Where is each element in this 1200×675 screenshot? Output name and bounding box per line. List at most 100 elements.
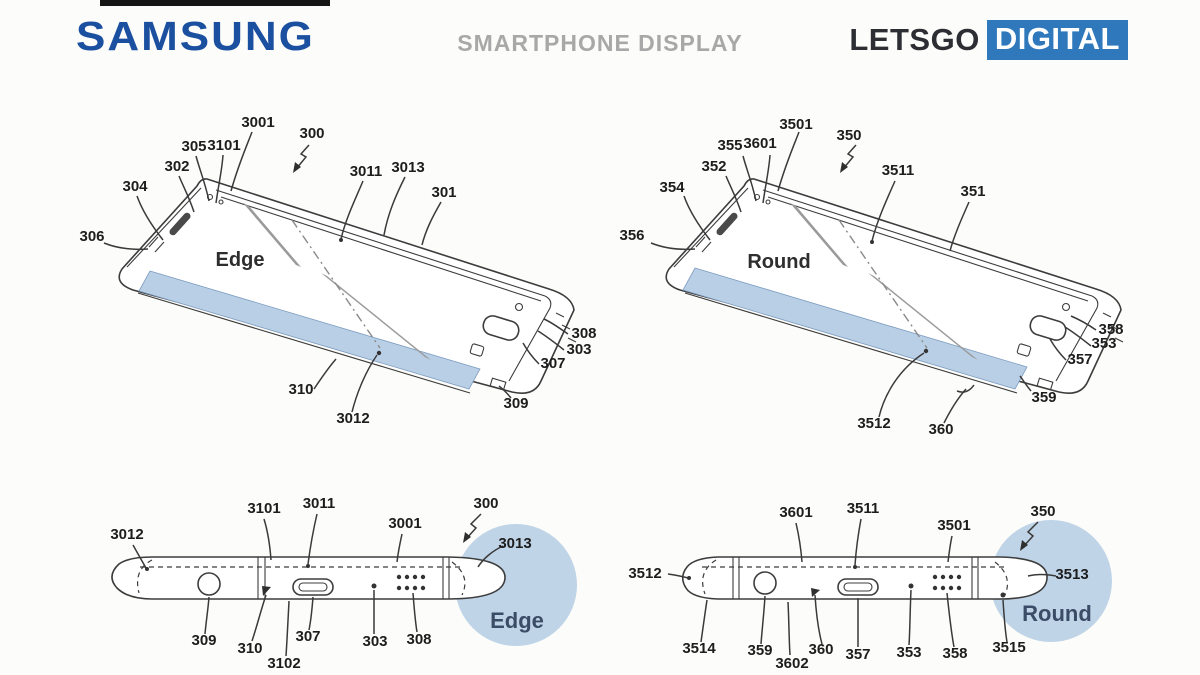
reference-numerals: 3012 3101 3011 3001 300 3013 309 310 310… <box>110 495 531 672</box>
ref-numeral: 355 <box>717 137 742 154</box>
letsgo-text: LETSGO <box>849 22 980 57</box>
ref-numeral: 3013 <box>391 159 424 176</box>
ref-numeral: 359 <box>747 642 772 659</box>
ref-numeral: 302 <box>164 158 189 175</box>
ref-numeral: 360 <box>808 641 833 658</box>
earpiece-slot <box>169 212 191 236</box>
home-button <box>1029 315 1067 341</box>
page-title: SMARTPHONE DISPLAY <box>457 30 743 56</box>
ref-numeral: 356 <box>619 227 644 244</box>
ref-numeral: 357 <box>845 646 870 663</box>
ref-numeral: 310 <box>237 640 262 657</box>
edge-display-highlight <box>138 270 481 390</box>
ref-numeral: 3602 <box>775 655 808 672</box>
ref-numeral: 3514 <box>682 640 716 657</box>
samsung-logo: SAMSUNG <box>76 14 315 60</box>
ref-numeral: 301 <box>431 184 456 201</box>
ref-numeral: 351 <box>960 183 985 200</box>
ref-numeral: 3511 <box>847 500 880 517</box>
ref-numeral: 3011 <box>303 495 336 512</box>
ref-numeral: 3601 <box>743 135 776 152</box>
phone-drawing-edge <box>118 178 577 394</box>
figure-caption-edge: Edge <box>216 249 265 271</box>
fig-ref-arrow <box>1022 521 1039 548</box>
ref-numeral: 3102 <box>267 655 300 672</box>
ref-numeral: 306 <box>79 228 104 245</box>
ref-numeral: 352 <box>701 158 726 175</box>
ref-numeral: 3515 <box>992 639 1025 656</box>
ref-numeral: 359 <box>1031 389 1056 406</box>
reference-numerals: 3001 300 305 3101 302 304 306 3011 3013 … <box>79 114 596 427</box>
fig-ref-arrow <box>295 144 310 170</box>
ref-numeral: 3001 <box>388 515 421 532</box>
ref-numeral: 360 <box>928 421 953 438</box>
ref-numeral: 350 <box>1030 503 1055 520</box>
ref-numeral: 350 <box>836 127 861 144</box>
ref-numeral: 307 <box>540 355 565 372</box>
headphone-jack <box>753 571 777 595</box>
ref-numeral: 358 <box>1098 321 1123 338</box>
ref-numeral: 3101 <box>207 137 240 154</box>
reference-numerals: 3512 3601 3511 3501 350 3513 3514 359 36… <box>628 500 1088 672</box>
ref-numeral: 304 <box>122 178 148 195</box>
ref-numeral: 3013 <box>498 535 531 552</box>
ref-numeral: 357 <box>1067 351 1092 368</box>
ref-numeral: 300 <box>473 495 498 512</box>
fig-ref-arrow <box>842 144 857 170</box>
ref-numeral: 353 <box>896 644 921 661</box>
edge-highlight-circle <box>455 524 577 646</box>
ref-numeral: 309 <box>503 395 528 412</box>
figure-caption-round-side: Round <box>1022 601 1092 626</box>
leader-lines <box>103 131 569 413</box>
top-crop-bar <box>100 0 330 6</box>
speaker-grille <box>932 574 962 591</box>
figure-caption-round: Round <box>747 251 810 273</box>
headphone-jack <box>197 572 221 596</box>
ref-numeral: 3101 <box>247 500 280 517</box>
usb-port <box>292 578 334 596</box>
ref-numeral: 3512 <box>628 565 661 582</box>
ref-numeral: 310 <box>288 381 313 398</box>
leader-lines <box>667 518 1057 656</box>
digital-badge: DIGITAL <box>986 20 1128 60</box>
ref-numeral: 3513 <box>1055 566 1088 583</box>
speaker-grille <box>396 574 426 591</box>
ref-numeral: 3501 <box>779 116 812 133</box>
usb-port <box>837 578 879 596</box>
ref-numeral: 353 <box>1091 335 1116 352</box>
ref-numeral: 308 <box>406 631 431 648</box>
ref-numeral: 3012 <box>336 410 369 427</box>
fig-ref-arrow <box>465 513 482 540</box>
ref-numeral: 307 <box>295 628 320 645</box>
ref-numeral: 354 <box>659 179 685 196</box>
round-side-figure: 3512 3601 3511 3501 350 3513 3514 359 36… <box>628 500 1112 672</box>
ref-numeral: 3512 <box>857 415 890 432</box>
phone-side-drawing-edge <box>111 556 506 600</box>
letsgo-digital-logo: LETSGO DIGITAL <box>849 20 1128 60</box>
ref-numeral: 308 <box>571 325 596 342</box>
edge-side-figure: 3012 3101 3011 3001 300 3013 309 310 310… <box>110 495 577 672</box>
phone-side-drawing-round <box>681 556 1048 600</box>
ref-numeral: 303 <box>566 341 591 358</box>
ref-numeral: 3001 <box>241 114 274 131</box>
ref-numeral: 309 <box>191 632 216 649</box>
round-perspective-figure: 3501 350 355 3601 352 354 356 3511 351 3… <box>619 116 1123 438</box>
ref-numeral: 3012 <box>110 526 143 543</box>
ref-numeral: 3011 <box>350 163 383 180</box>
ref-numeral: 3501 <box>937 517 970 534</box>
ref-numeral: 305 <box>181 138 206 155</box>
figure-caption-edge-side: Edge <box>490 608 544 633</box>
edge-perspective-figure: 3001 300 305 3101 302 304 306 3011 3013 … <box>79 114 596 427</box>
ref-numeral: 3601 <box>779 504 812 521</box>
earpiece-slot <box>716 212 738 236</box>
home-button <box>482 315 520 341</box>
ref-numeral: 303 <box>362 633 387 650</box>
reference-numerals: 3501 350 355 3601 352 354 356 3511 351 3… <box>619 116 1123 438</box>
leader-lines <box>650 131 1097 424</box>
ref-numeral: 358 <box>942 645 967 662</box>
phone-drawing-round <box>665 178 1124 394</box>
ref-numeral: 3511 <box>882 162 915 179</box>
round-display-highlight <box>682 267 1028 390</box>
